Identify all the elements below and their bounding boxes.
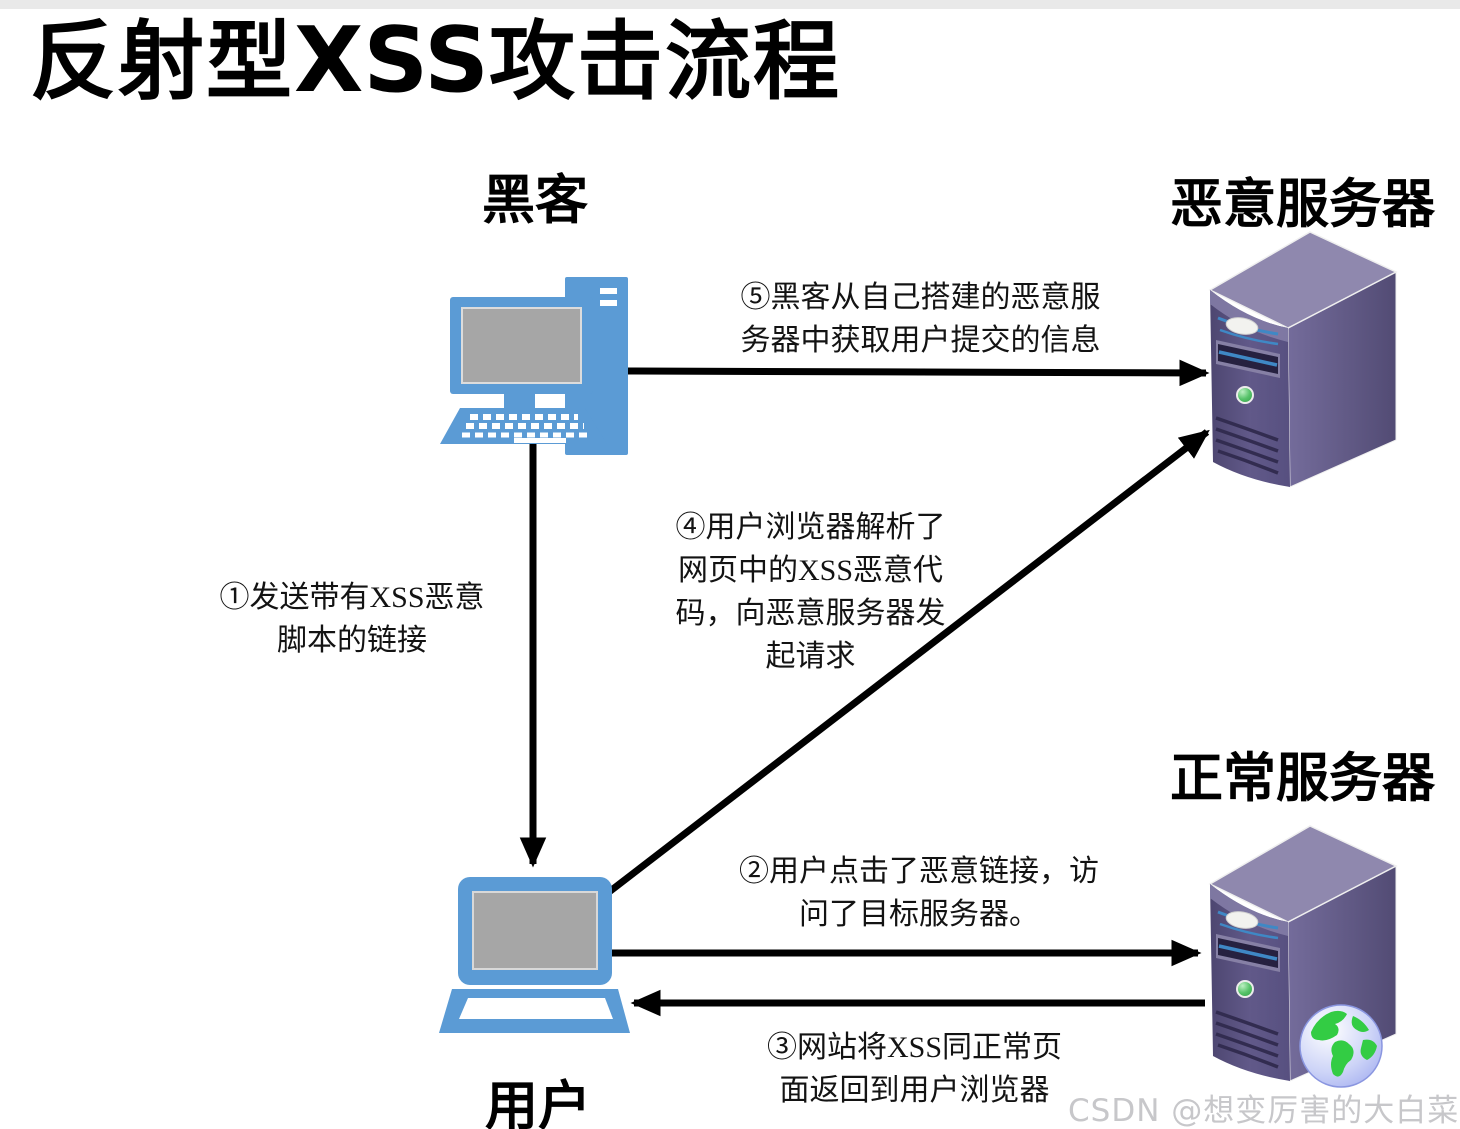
step2-line: 问了目标服务器。: [799, 898, 1039, 931]
step4-text: ④用户浏览器解析了 网页中的XSS恶意代 码，向恶意服务器发 起请求: [633, 506, 988, 678]
step1-text: ①发送带有XSS恶意 脚本的链接: [182, 576, 522, 662]
step4-line: 网页中的XSS恶意代: [677, 554, 944, 587]
title-part-cn2: 攻击流程: [489, 12, 841, 112]
step5-line: ⑤黑客从自己搭建的恶意服: [740, 281, 1101, 314]
title-part-cn1: 反射型: [30, 12, 294, 112]
step4-line: 码，向恶意服务器发: [675, 597, 946, 630]
title-part-xss: XSS: [294, 8, 489, 113]
step4-line: ④用户浏览器解析了: [675, 511, 946, 544]
step1-line: ①发送带有XSS恶意: [219, 581, 485, 614]
step2-text: ②用户点击了恶意链接，访 问了目标服务器。: [713, 850, 1125, 936]
step4-line: 起请求: [765, 640, 856, 673]
user-label: 用户: [485, 1078, 591, 1129]
step5-text: ⑤黑客从自己搭建的恶意服 务器中获取用户提交的信息: [718, 276, 1123, 362]
normal-server-label: 正常服务器: [1170, 750, 1435, 808]
arrow-step5-hacker-to-malicious-server: [627, 359, 1210, 387]
arrow-step4-user-to-malicious-server: [606, 429, 1210, 895]
page-title: 反射型XSS攻击流程: [30, 6, 841, 117]
step5-line: 务器中获取用户提交的信息: [740, 324, 1101, 357]
user-laptop-icon: [439, 877, 630, 1033]
step3-line: 面返回到用户浏览器: [779, 1074, 1050, 1107]
hacker-desktop-computer-icon: [440, 277, 628, 455]
malicious-server-icon: [1208, 230, 1398, 489]
step3-line: ③网站将XSS同正常页: [766, 1031, 1063, 1064]
csdn-watermark: CSDN @想变厉害的大白菜: [1068, 1093, 1460, 1129]
globe-icon: [1299, 1004, 1383, 1088]
top-edge-strip: [0, 0, 1460, 9]
step1-line: 脚本的链接: [277, 624, 427, 657]
malicious-server-label: 恶意服务器: [1170, 176, 1435, 234]
step3-text: ③网站将XSS同正常页 面返回到用户浏览器: [752, 1026, 1077, 1112]
hacker-label: 黑客: [482, 172, 588, 230]
step2-line: ②用户点击了恶意链接，访: [739, 855, 1099, 888]
